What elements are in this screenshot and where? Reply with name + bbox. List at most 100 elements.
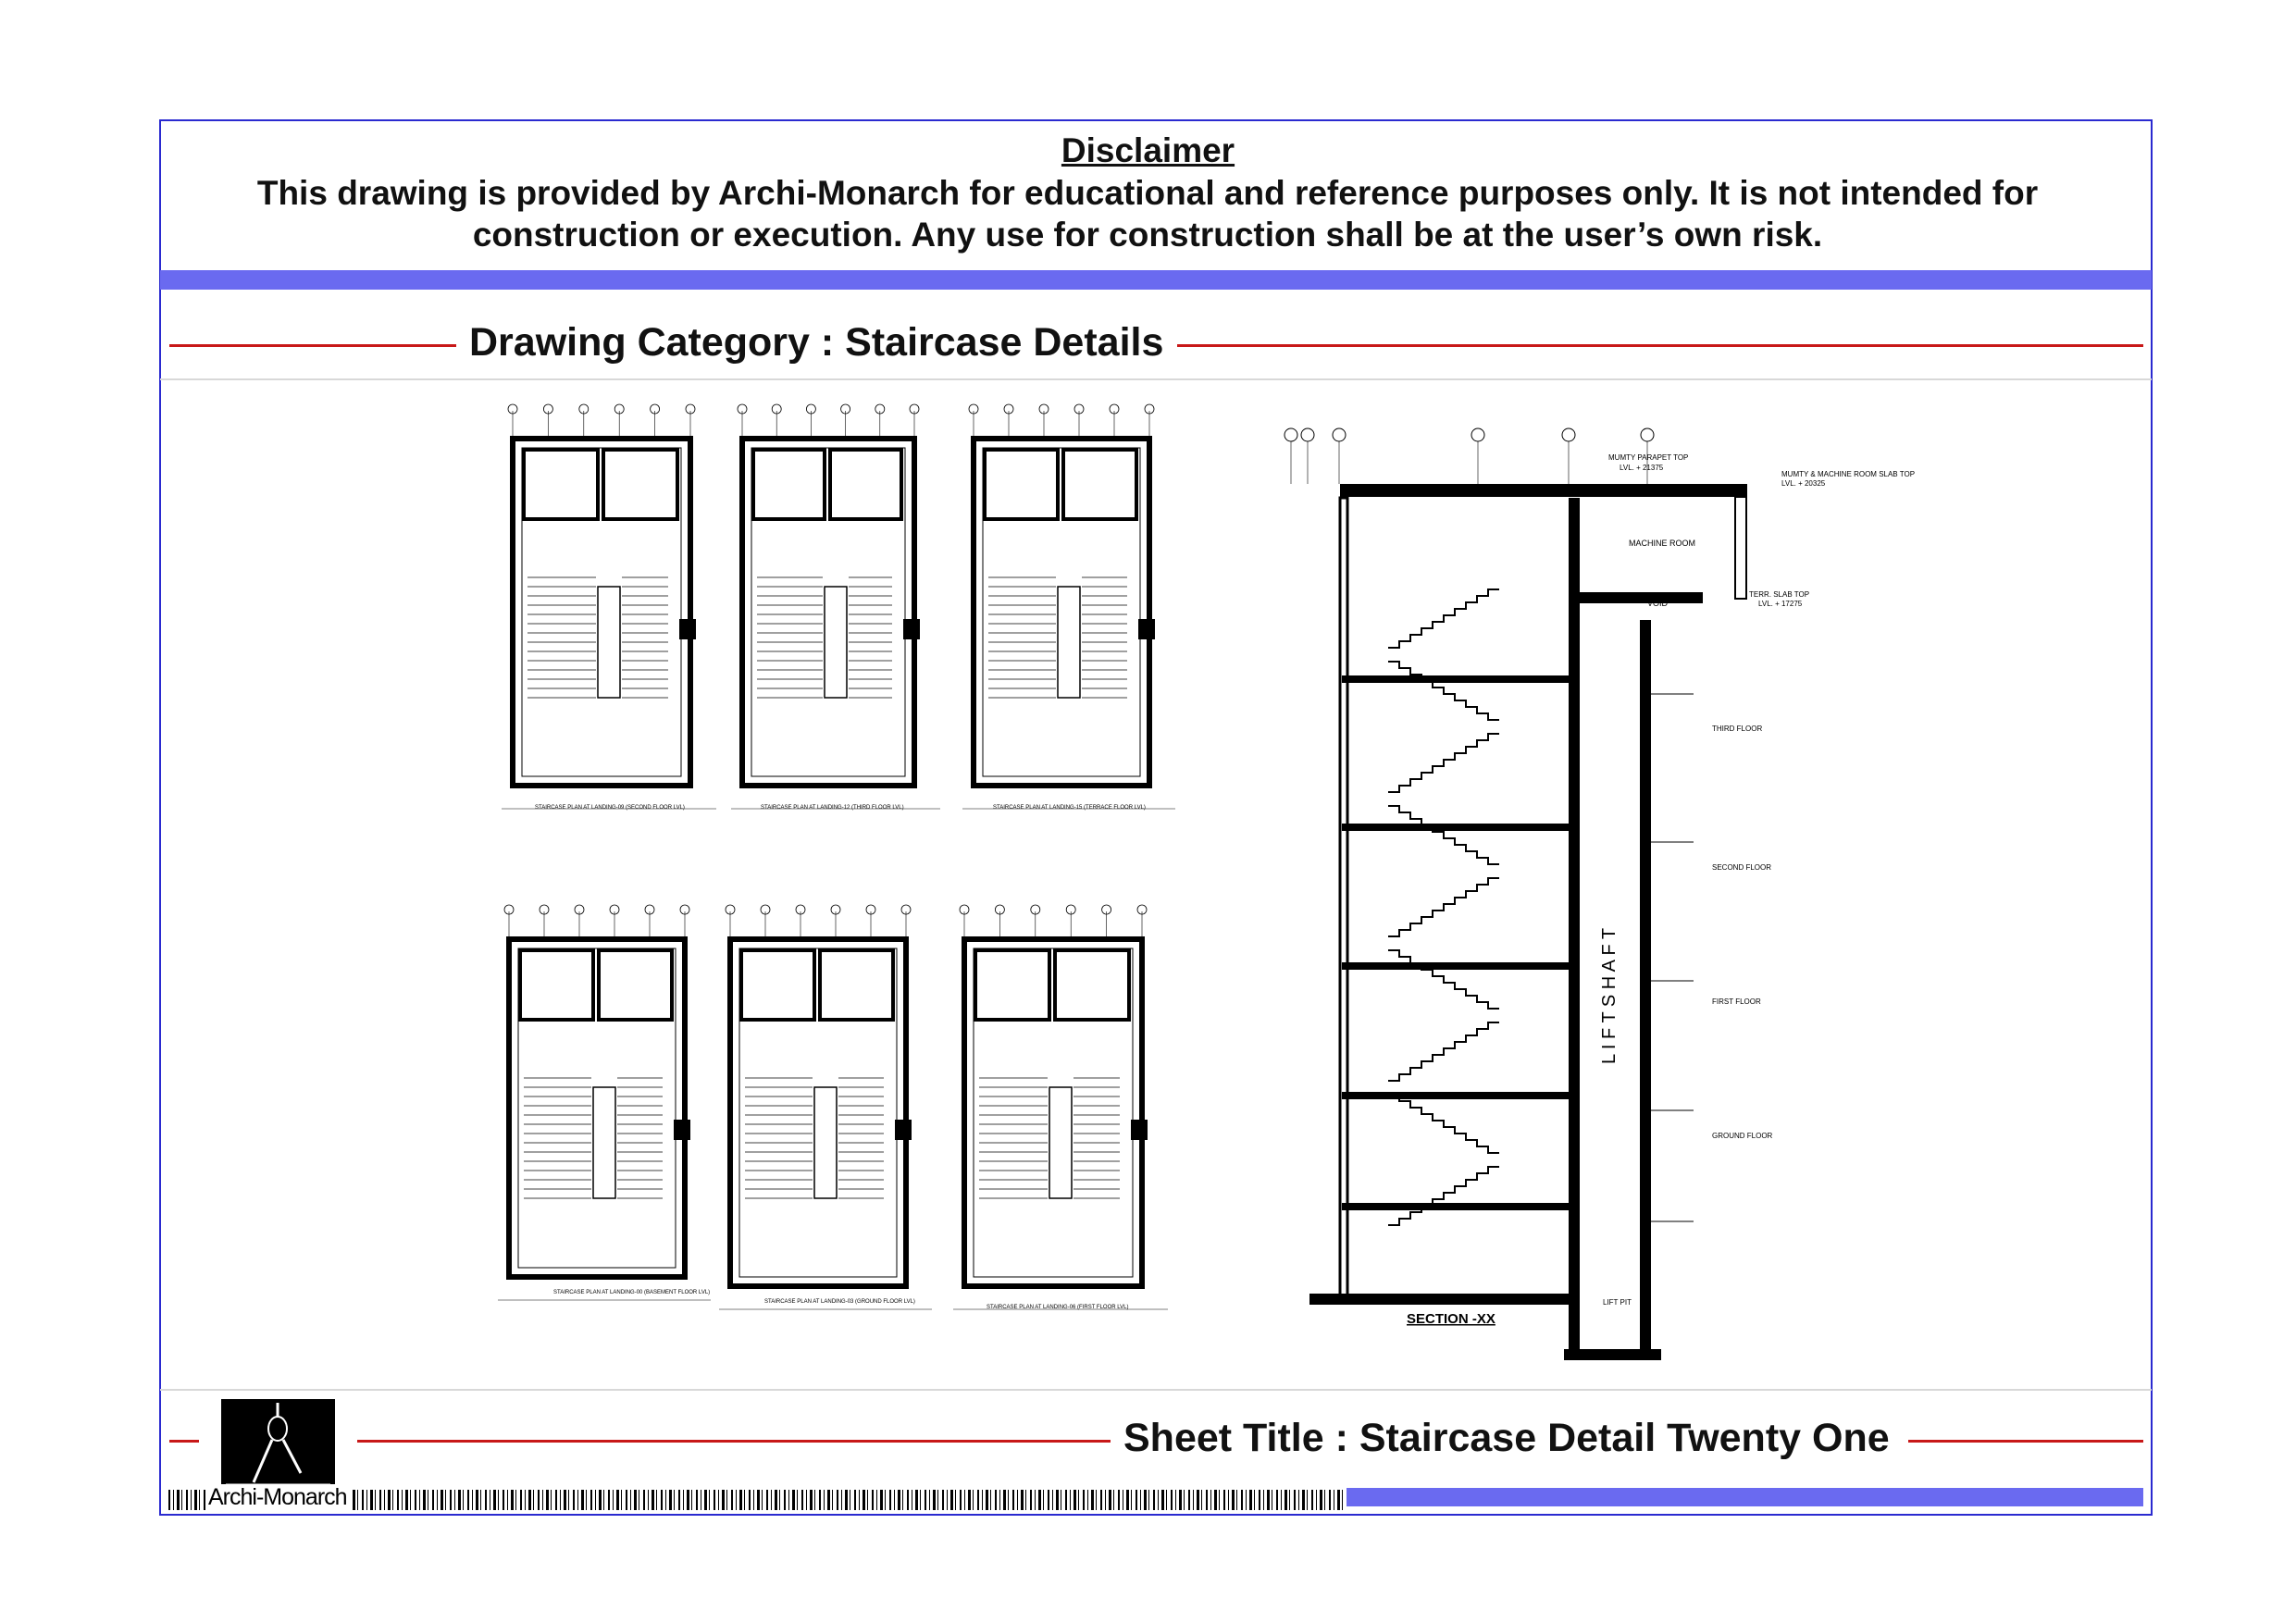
plan-caption: STAIRCASE PLAN AT LANDING-06 (FIRST FLOO…: [987, 1305, 1128, 1310]
stair-flight: [1388, 1094, 1499, 1154]
grid-bubble: [1065, 904, 1076, 915]
shaft-wall-right: [1640, 620, 1651, 1354]
column: [895, 1120, 912, 1140]
stair-well: [824, 586, 848, 699]
plan-wall: [510, 436, 693, 788]
grid-bubble: [539, 904, 550, 915]
grid-bubble: [760, 904, 771, 915]
grid-bubble: [909, 403, 920, 415]
footer-rule-left: [169, 1440, 199, 1443]
grid-bubble: [614, 403, 625, 415]
lift-pit-label: LIFT PIT: [1603, 1298, 1632, 1307]
grid-bubble: [875, 403, 886, 415]
stair-well: [1057, 586, 1081, 699]
grid-bubble: [795, 904, 806, 915]
stair-flight: [1388, 1166, 1499, 1226]
grid-bubble: [679, 904, 690, 915]
lobby-room: [818, 948, 895, 1022]
lift-room: [983, 448, 1060, 521]
first-floor-label: FIRST FLOOR: [1712, 997, 1761, 1006]
pit-slab: [1564, 1349, 1661, 1360]
column: [679, 619, 696, 639]
terrace-slab: [1573, 592, 1703, 603]
lobby-room: [602, 448, 679, 521]
plan-caption: STAIRCASE PLAN AT LANDING-03 (GROUND FLO…: [764, 1299, 915, 1305]
archi-monarch-logo: [221, 1399, 335, 1488]
floor-slab: [1342, 1203, 1573, 1210]
mumty-slab-label: MUMTY & MACHINE ROOM SLAB TOP: [1781, 470, 1915, 478]
disclaimer-text: This drawing is provided by Archi-Monarc…: [213, 172, 2082, 255]
plan-wall: [739, 436, 917, 788]
brand-name: Archi-Monarch: [205, 1484, 350, 1511]
grid-bubble: [609, 904, 620, 915]
shaft-wall-left: [1569, 498, 1580, 1354]
ground-floor-label: GROUND FLOOR: [1712, 1132, 1773, 1140]
plan-wall: [506, 936, 688, 1280]
plan-wall: [727, 936, 909, 1289]
grid-bubble: [995, 904, 1005, 915]
grid-bubble: [1109, 403, 1120, 415]
grid-bubble: [1471, 427, 1485, 442]
grid-bubble: [1640, 427, 1655, 442]
category-rule-left: [169, 344, 456, 347]
mumty-slab-level: LVL. + 20325: [1781, 479, 1826, 488]
section-title: SECTION -XX: [1407, 1311, 1496, 1327]
barcode-strip: [168, 1490, 1344, 1510]
stair-well: [1049, 1086, 1073, 1199]
terr-slab-label: TERR. SLAB TOP: [1749, 590, 1809, 599]
sheet-frame: [159, 119, 2153, 1516]
stair-flight: [1388, 733, 1499, 793]
plan-caption: STAIRCASE PLAN AT LANDING-12 (THIRD FLOO…: [761, 805, 904, 811]
floor-slab: [1342, 1092, 1573, 1099]
grid-bubble: [959, 904, 970, 915]
grid-bubble: [1030, 904, 1041, 915]
disclaimer-title: Disclaimer: [1061, 131, 1235, 169]
grid-bubble: [685, 403, 696, 415]
mumty-parapet-level: LVL. + 21375: [1620, 464, 1664, 472]
grid-bubble: [806, 403, 816, 415]
grid-bubble: [1332, 427, 1347, 442]
lift-room: [739, 948, 816, 1022]
grid-bubble: [507, 403, 518, 415]
grid-bubble: [578, 403, 590, 415]
stair-well: [592, 1086, 616, 1199]
void-label: VOID: [1647, 599, 1669, 608]
stair-flight: [1388, 949, 1499, 1010]
third-floor-label: THIRD FLOOR: [1712, 725, 1762, 733]
lobby-room: [1061, 448, 1138, 521]
header-divider: [160, 378, 2152, 380]
stair-wall: [1338, 496, 1349, 1305]
footer-divider: [160, 1389, 2152, 1391]
plan-caption: STAIRCASE PLAN AT LANDING-00 (BASEMENT F…: [553, 1290, 710, 1295]
compass-icon: [226, 1403, 330, 1485]
second-floor-label: SECOND FLOOR: [1712, 863, 1771, 872]
grid-bubble: [830, 904, 841, 915]
footer-band: [1347, 1488, 2143, 1506]
grid-bubble: [1136, 904, 1148, 915]
stair-flight: [1388, 805, 1499, 865]
header-band: [160, 270, 2152, 290]
lobby-room: [828, 448, 903, 521]
grid-bubble: [771, 403, 782, 415]
column: [1138, 619, 1155, 639]
column: [1131, 1120, 1148, 1140]
grid-bubble: [1144, 403, 1155, 415]
footer-rule-right: [1908, 1440, 2143, 1443]
mumty-parapet-label: MUMTY PARAPET TOP: [1608, 453, 1688, 462]
column: [903, 619, 920, 639]
grid-bubble: [840, 403, 850, 415]
grid-bubble: [574, 904, 585, 915]
lobby-room: [597, 948, 674, 1022]
lift-room: [974, 948, 1051, 1022]
grid-bubble: [1038, 403, 1049, 415]
lobby-room: [1053, 948, 1131, 1022]
staircase-section: [1284, 427, 1747, 1360]
stair-flight: [1388, 1022, 1499, 1082]
plan-wall: [971, 436, 1152, 788]
roof-slab: [1340, 484, 1747, 497]
stair-flight: [1388, 588, 1499, 649]
grid-bubble: [725, 904, 736, 915]
disclaimer-line-1: This drawing is provided by Archi-Monarc…: [256, 174, 2039, 212]
grid-bubble: [503, 904, 515, 915]
